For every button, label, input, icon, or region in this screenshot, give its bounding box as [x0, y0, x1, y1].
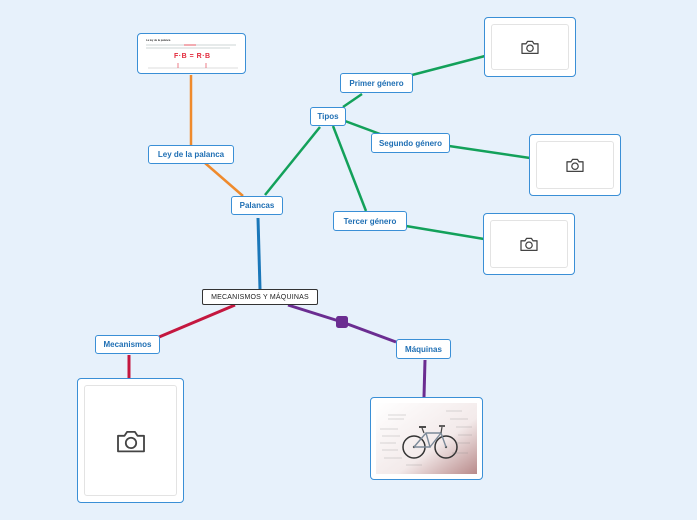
node-ley-label: Ley de la palanca — [157, 150, 225, 159]
primer-genero-image[interactable] — [484, 17, 576, 77]
camera-icon — [520, 237, 538, 252]
collapse-handle[interactable] — [336, 316, 348, 328]
central-topic[interactable]: MECANISMOS Y MÁQUINAS — [202, 289, 318, 305]
node-tercer-genero[interactable]: Tercer género — [333, 211, 407, 231]
ley-card-heading: La ley de la palanca — [146, 39, 171, 42]
bicycle-picture — [376, 403, 477, 474]
node-ley-de-la-palanca[interactable]: Ley de la palanca — [148, 145, 234, 164]
ley-image-card[interactable]: La ley de la palanca F·B = R·B — [137, 33, 246, 74]
camera-icon — [116, 430, 145, 452]
ley-card-diagram — [148, 63, 238, 69]
node-maquinas-label: Máquinas — [405, 344, 442, 354]
node-tercer-label: Tercer género — [343, 216, 397, 226]
node-tipos-label: Tipos — [317, 112, 339, 121]
tercer-genero-image[interactable] — [483, 213, 575, 275]
node-maquinas[interactable]: Máquinas — [396, 339, 451, 359]
node-palancas[interactable]: Palancas — [231, 196, 283, 215]
node-palancas-label: Palancas — [239, 201, 275, 210]
image-placeholder — [536, 141, 614, 189]
camera-icon — [566, 158, 584, 173]
mecanismos-image[interactable] — [77, 378, 184, 503]
camera-icon — [521, 40, 539, 55]
node-segundo-genero[interactable]: Segundo género — [371, 133, 450, 153]
node-segundo-label: Segundo género — [378, 138, 443, 148]
node-mecanismos-label: Mecanismos — [103, 340, 152, 349]
image-placeholder — [490, 220, 568, 268]
ley-card-text-lines — [146, 44, 236, 49]
node-primer-label: Primer género — [349, 78, 404, 88]
node-mecanismos[interactable]: Mecanismos — [95, 335, 160, 354]
node-tipos[interactable]: Tipos — [310, 107, 346, 126]
maquinas-image[interactable] — [370, 397, 483, 480]
central-topic-label: MECANISMOS Y MÁQUINAS — [211, 293, 309, 301]
image-placeholder — [84, 385, 177, 496]
node-primer-genero[interactable]: Primer género — [340, 73, 413, 93]
image-placeholder — [491, 24, 569, 70]
ley-card-formula: F·B = R·B — [174, 53, 211, 60]
segundo-genero-image[interactable] — [529, 134, 621, 196]
